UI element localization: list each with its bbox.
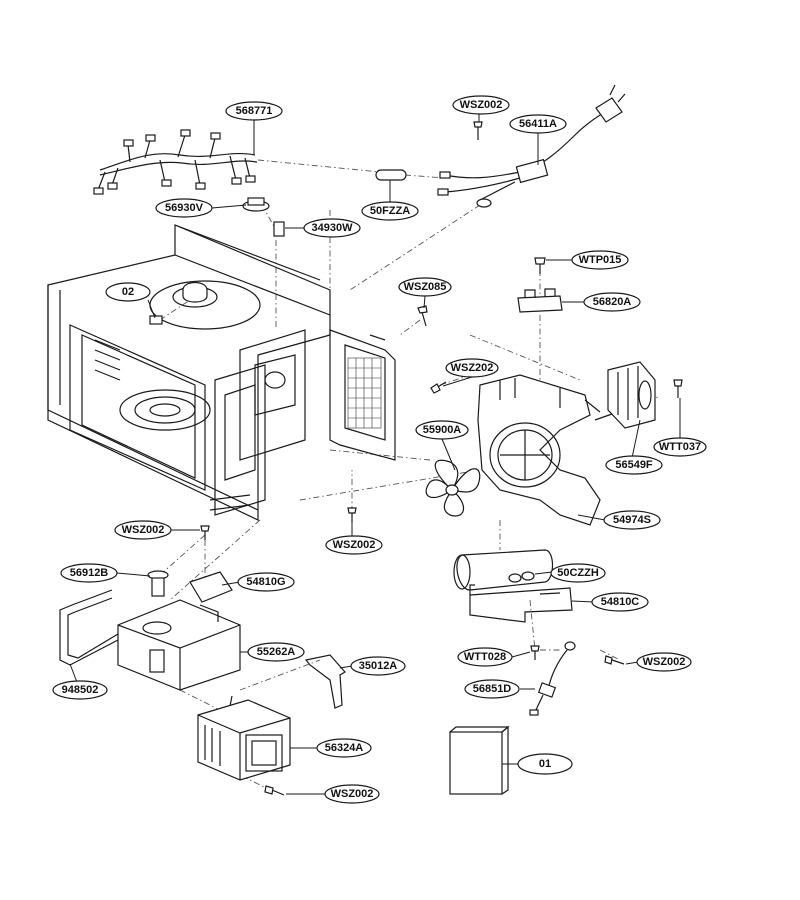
fan-duct-part — [477, 374, 601, 526]
bracket-35012a-part — [304, 654, 346, 709]
screw-wtt037 — [673, 379, 683, 398]
screw-wsz002-left — [200, 525, 210, 540]
callout-label: 54810G — [246, 576, 285, 588]
callout-label: WSZ002 — [333, 539, 376, 551]
callout-wsz002-bottom: WSZ002 — [324, 784, 380, 804]
callout-wsz002-top: WSZ002 — [452, 95, 510, 115]
callout-label: WTT037 — [659, 441, 701, 453]
callout-56549f: 56549F — [605, 455, 663, 475]
callout-label: 568771 — [236, 105, 273, 117]
callout-label: WTT028 — [464, 651, 506, 663]
wire-harness-part — [93, 129, 258, 195]
callout-label: WSZ085 — [404, 281, 447, 293]
callout-02: 02 — [105, 282, 151, 302]
fuse-holder-part — [147, 570, 169, 597]
screw-wsz002-right — [604, 655, 625, 665]
callout-568771: 568771 — [225, 101, 283, 121]
screw-wtt028 — [530, 645, 540, 660]
callout-35012a: 35012A — [350, 656, 406, 676]
callout-label: 54974S — [613, 514, 651, 526]
callout-label: WSZ002 — [460, 99, 503, 111]
callout-label: 56851D — [473, 683, 512, 695]
power-cord-part — [437, 84, 626, 208]
fan-motor-part — [594, 361, 656, 429]
callout-wtp015: WTP015 — [571, 250, 629, 270]
callout-label: 55262A — [257, 646, 296, 658]
capacitor-part — [453, 549, 554, 591]
callout-label: 56912B — [70, 567, 109, 579]
gasket-part — [59, 589, 119, 666]
callout-56912b: 56912B — [60, 563, 118, 583]
assembly-guide-lines — [159, 159, 661, 791]
callout-34930w: 34930W — [303, 218, 361, 238]
callout-label: 56820A — [593, 296, 632, 308]
callout-54974s: 54974S — [603, 510, 661, 530]
callout-label: 01 — [539, 758, 551, 770]
callout-label: 56324A — [325, 742, 364, 754]
callout-label: WSZ002 — [122, 524, 165, 536]
callout-54810g: 54810G — [237, 572, 295, 592]
callout-label: 35012A — [359, 660, 398, 672]
callout-55262a: 55262A — [247, 642, 305, 662]
callout-label: 34930W — [312, 222, 354, 234]
transformer-part — [117, 599, 241, 691]
diode-part — [529, 641, 576, 716]
screw-wsz085 — [417, 305, 428, 327]
callout-wtt028: WTT028 — [457, 647, 513, 667]
oven-cavity-part — [47, 224, 331, 521]
shield-plate-part — [189, 571, 233, 603]
callout-56820a: 56820A — [583, 292, 641, 312]
callout-wsz002-right: WSZ002 — [636, 652, 692, 672]
callout-56930v: 56930V — [155, 198, 213, 218]
screw-wsz002-bottom — [264, 785, 285, 796]
callout-wsz002-left: WSZ002 — [114, 520, 172, 540]
callout-56324a: 56324A — [316, 738, 372, 758]
callout-948502: 948502 — [52, 680, 108, 700]
callout-55900a: 55900A — [415, 420, 469, 440]
capacitor-bracket-part — [469, 584, 573, 623]
screw-wsz002-top — [473, 121, 483, 140]
side-panel-part — [329, 329, 396, 461]
callout-wsz085: WSZ085 — [398, 277, 452, 297]
callout-label: 948502 — [62, 684, 99, 696]
fuse-part — [375, 169, 407, 181]
callout-label: 55900A — [423, 424, 462, 436]
leader-lines — [69, 113, 681, 795]
callout-wtt037: WTT037 — [653, 437, 707, 457]
sensor-part — [273, 221, 285, 237]
callout-label: 50CZZH — [557, 567, 599, 579]
callout-wsz002-mid: WSZ002 — [325, 535, 383, 555]
thermostat-part — [242, 197, 270, 212]
screw-wsz202 — [430, 381, 447, 394]
callout-label: 56411A — [519, 118, 557, 130]
screw-wsz002-mid — [347, 507, 357, 522]
callout-label: WSZ002 — [331, 788, 374, 800]
callout-label: WTP015 — [579, 254, 622, 266]
callout-56411a: 56411A — [509, 114, 567, 134]
callout-label: 56930V — [165, 202, 204, 214]
screw-wtp015 — [534, 257, 546, 274]
callout-label: 56549F — [615, 459, 653, 471]
callout-label: 50FZZA — [370, 205, 410, 217]
fan-blade-part — [425, 459, 481, 517]
callout-label: WSZ202 — [451, 362, 494, 374]
bracket-56820a-part — [517, 288, 563, 313]
callout-54810c: 54810C — [591, 592, 649, 612]
callout-label: 54810C — [601, 596, 640, 608]
callout-label: WSZ002 — [643, 656, 686, 668]
callout-01: 01 — [517, 753, 573, 775]
owner-manual-part — [449, 725, 510, 795]
callout-label: 02 — [122, 286, 134, 298]
callout-56851d: 56851D — [464, 679, 520, 699]
magnetron-part — [197, 695, 291, 781]
callout-50fzza: 50FZZA — [361, 201, 419, 221]
callout-wsz202: WSZ202 — [445, 358, 499, 378]
callout-50czzh: 50CZZH — [550, 563, 606, 583]
